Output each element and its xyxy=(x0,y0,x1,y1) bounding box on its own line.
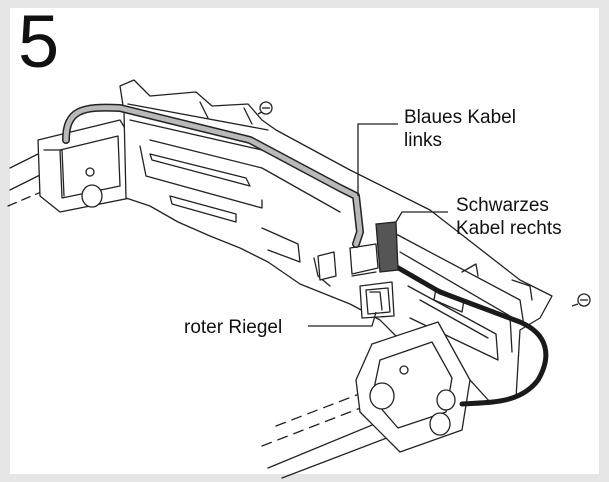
label-blue-cable: Blaues Kabel links xyxy=(404,107,516,151)
label-black-cable: Schwarzes Kabel rechts xyxy=(456,195,562,239)
black-cable xyxy=(375,221,549,407)
leader-line-red-latch xyxy=(308,311,377,327)
left-bracket xyxy=(37,119,133,213)
leader-line-blue-cable xyxy=(357,123,398,196)
blue-cable xyxy=(62,103,364,248)
leader-line-black-cable xyxy=(395,211,448,223)
screw-icon xyxy=(257,101,273,115)
screw-icon xyxy=(571,293,591,307)
right-bracket xyxy=(355,321,471,453)
label-red-latch: roter Riegel xyxy=(184,317,283,338)
step-number: 5 xyxy=(18,0,60,83)
